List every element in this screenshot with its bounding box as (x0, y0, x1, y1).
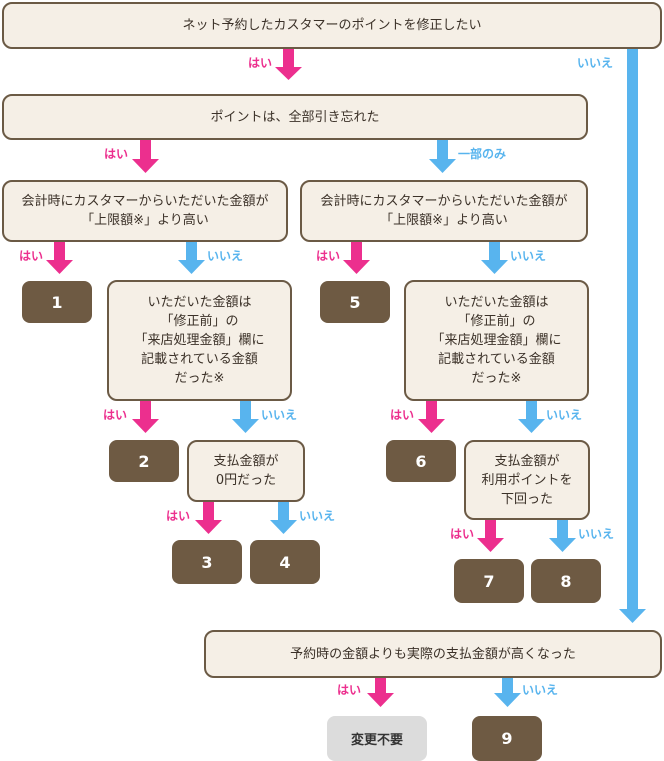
result-8: 8 (531, 559, 601, 603)
yes-label-right-below: はい (450, 527, 475, 541)
no-label-left-zero: いいえ (299, 509, 336, 523)
no-label-left-amount: いいえ (207, 249, 244, 263)
result-5: 5 (320, 281, 390, 323)
result-2: 2 (109, 440, 179, 482)
yes-label-all-canceled: はい (104, 147, 129, 161)
partial-label-all-canceled: 一部のみ (458, 147, 507, 161)
question-higher: 予約時の金額よりも実際の支払金額が高くなった (204, 630, 662, 678)
result-9: 9 (472, 716, 542, 761)
question-start: ネット予約したカスタマーのポイントを修正したい (2, 2, 662, 49)
result-7: 7 (454, 559, 524, 603)
yes-arrows (46, 49, 504, 707)
yes-label-right-recorded: はい (390, 408, 415, 422)
question-right-amount: 会計時にカスタマーからいただいた金額が 「上限額※」より高い (300, 180, 588, 242)
no-label-left-recorded: いいえ (261, 408, 298, 422)
question-left-amount: 会計時にカスタマーからいただいた金額が 「上限額※」より高い (2, 180, 288, 242)
question-left-zero: 支払金額が 0円だった (187, 440, 305, 502)
no-label-right-amount: いいえ (510, 249, 547, 263)
no-label-start: いいえ (577, 56, 614, 70)
result-3: 3 (172, 540, 242, 584)
question-left-recorded: いただいた金額は 「修正前」の 「来店処理金額」欄に 記載されている金額 だった… (107, 280, 292, 401)
question-right-recorded: いただいた金額は 「修正前」の 「来店処理金額」欄に 記載されている金額 だった… (404, 280, 589, 401)
no-arrows (178, 49, 646, 707)
result-6: 6 (386, 440, 456, 482)
yes-label-start: はい (248, 56, 273, 70)
result-no-change: 変更不要 (327, 716, 427, 761)
no-label-right-recorded: いいえ (546, 408, 583, 422)
result-1: 1 (22, 281, 92, 323)
question-right-below: 支払金額が 利用ポイントを 下回った (464, 440, 590, 520)
yes-label-left-zero: はい (166, 509, 191, 523)
yes-label-higher: はい (337, 683, 362, 697)
yes-label-right-amount: はい (316, 249, 341, 263)
question-all-canceled: ポイントは、全部引き忘れた (2, 94, 588, 140)
result-4: 4 (250, 540, 320, 584)
yes-label-left-recorded: はい (103, 408, 128, 422)
yes-label-left-amount: はい (19, 249, 44, 263)
no-label-right-below: いいえ (578, 527, 615, 541)
no-label-higher: いいえ (522, 683, 559, 697)
